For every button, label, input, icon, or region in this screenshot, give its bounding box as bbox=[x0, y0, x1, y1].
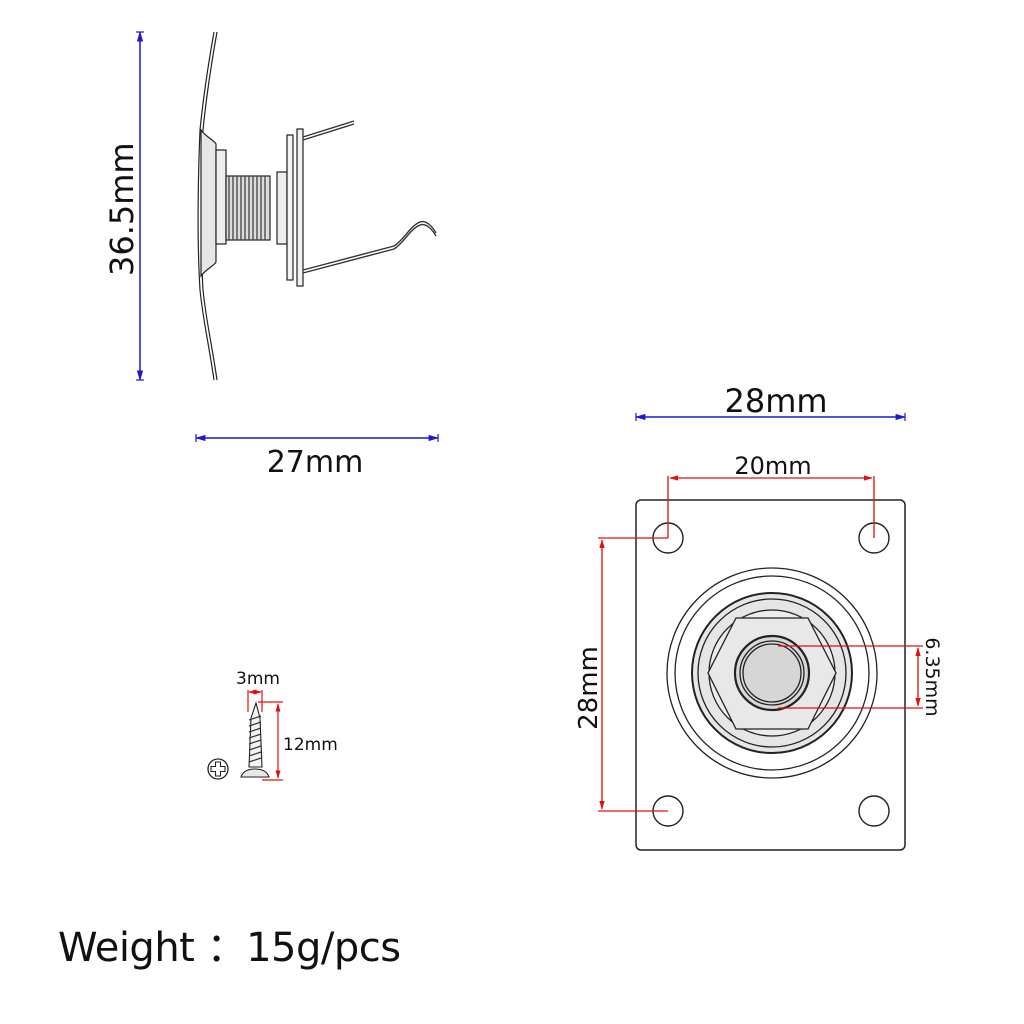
contact-lugs bbox=[302, 120, 437, 274]
screw-detail: 3mm 12mm bbox=[207, 669, 338, 781]
mounting-holes bbox=[652, 522, 890, 827]
phillips-cross-icon bbox=[207, 758, 229, 780]
height-label: 36.5mm bbox=[103, 142, 141, 276]
height-dimension: 36.5mm bbox=[103, 30, 144, 382]
screw-length-dimension bbox=[258, 701, 283, 781]
screw-diameter-label: 3mm bbox=[236, 669, 280, 689]
jack-socket bbox=[742, 643, 802, 703]
screw-diameter-dimension bbox=[247, 689, 263, 712]
hole-spacing-vertical-dimension bbox=[598, 537, 668, 812]
side-view: 36.5mm bbox=[103, 30, 440, 480]
jack-nut bbox=[276, 171, 288, 245]
front-view: 28mm 20mm bbox=[574, 382, 943, 851]
weight-label: Weight bbox=[58, 925, 195, 971]
hole-spacing-horizontal-dimension bbox=[667, 475, 875, 538]
threaded-barrel bbox=[225, 175, 271, 241]
screw-body bbox=[240, 701, 270, 778]
jack-frame bbox=[296, 128, 304, 287]
width-dimension: 27mm bbox=[194, 434, 440, 480]
plate-width-dimension: 28mm bbox=[634, 382, 907, 421]
weight-separator: ： bbox=[206, 925, 247, 971]
hole-spacing-vertical-label: 28mm bbox=[574, 646, 604, 730]
jack-washer bbox=[286, 134, 294, 281]
hole-spacing-horizontal-label: 20mm bbox=[734, 452, 811, 480]
jack-diameter-dimension bbox=[778, 645, 923, 709]
screw-length-label: 12mm bbox=[283, 735, 338, 755]
jack-collar bbox=[215, 149, 227, 245]
mounting-hole-bottom-right bbox=[858, 795, 890, 827]
jack-face bbox=[666, 567, 878, 779]
width-label: 27mm bbox=[267, 445, 364, 480]
weight-info: Weight ：15g/pcs bbox=[58, 922, 401, 974]
jack-diameter-label: 6.35mm bbox=[921, 637, 943, 716]
jack-flange bbox=[200, 128, 217, 278]
weight-value: 15g/pcs bbox=[246, 925, 401, 971]
plate-width-label: 28mm bbox=[724, 382, 827, 420]
